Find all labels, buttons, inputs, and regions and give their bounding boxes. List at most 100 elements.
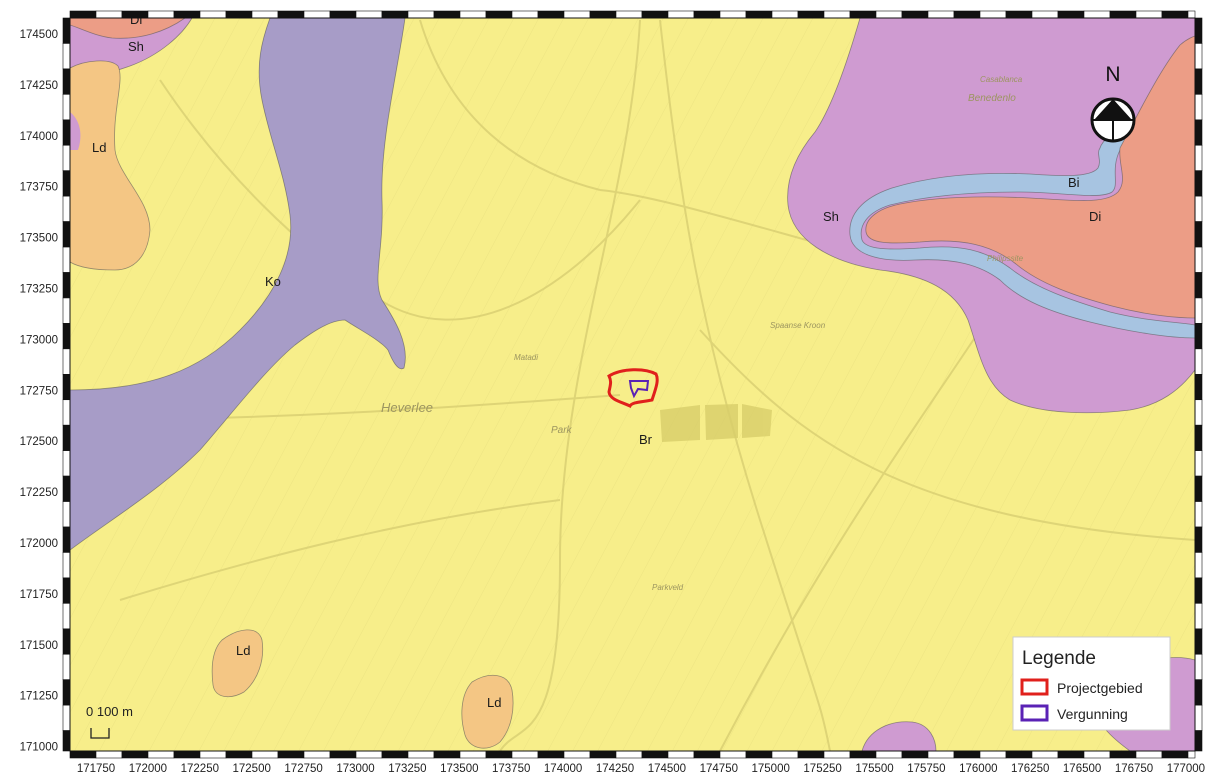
frame-tick [62,170,71,197]
y-axis-label: 172750 [20,385,58,397]
frame-tick [1194,603,1203,630]
scale-bar: 0 100 m [86,704,133,739]
x-axis-label: 172750 [284,763,322,775]
frame-tick [1161,750,1189,759]
frame-tick [62,221,71,248]
frame-tick [927,750,955,759]
frame-tick [433,750,461,759]
x-axis-label: 174000 [544,763,582,775]
x-axis-label: 172500 [233,763,271,775]
frame-tick [355,10,383,19]
frame-tick [589,750,617,759]
y-axis-label: 172250 [20,487,58,499]
y-axis-label: 171750 [20,589,58,601]
frame-tick [62,475,71,502]
frame-tick [511,10,539,19]
frame-tick [693,10,721,19]
frame-tick [225,750,253,759]
frame-tick [1057,750,1085,759]
x-axis-label: 173250 [388,763,426,775]
frame-tick [95,10,123,19]
frame-tick [62,577,71,604]
frame-tick [901,750,929,759]
frame-tick [693,750,721,759]
zone-label-ld-bottom-left: Ld [236,643,250,658]
frame-tick [1194,170,1203,197]
frame-tick [1083,10,1111,19]
frame-tick [303,10,331,19]
zone-label-di-right: Di [1089,209,1101,224]
frame-tick [121,750,149,759]
frame-tick [147,750,175,759]
frame-tick [62,730,71,752]
frame-tick [459,10,487,19]
frame-tick [1194,94,1203,121]
vergunning-outline [628,380,650,399]
x-axis-label: 173000 [336,763,374,775]
frame-tick [849,10,877,19]
y-axis-label: 172500 [20,436,58,448]
x-axis-label: 173500 [440,763,478,775]
frame-tick [745,10,773,19]
frame-tick [771,750,799,759]
frame-tick [771,10,799,19]
frame-tick [1135,10,1163,19]
zone-label-ld-top-left: Ld [92,140,106,155]
place-heverlee: Heverlee [381,400,433,415]
frame-tick [1194,399,1203,426]
frame-tick [1194,450,1203,477]
frame-tick [62,144,71,172]
place-casablanca: Casablanca [980,75,1023,84]
frame-tick [62,17,71,44]
frame-tick [459,750,487,759]
x-axis-label: 172250 [181,763,219,775]
zone-sh-bottom-center [861,721,937,751]
frame-tick [537,750,565,759]
x-axis-label: 173750 [492,763,530,775]
x-axis-label: 175500 [855,763,893,775]
frame-tick [667,750,695,759]
frame-tick [901,10,929,19]
frame-tick [62,94,71,121]
frame-tick [329,750,357,759]
building-blocks [660,404,772,442]
zone-label-ko: Ko [265,274,281,289]
frame-tick [251,10,279,19]
frame-tick [641,10,669,19]
frame-tick [979,750,1007,759]
legend-title: Legende [1022,648,1096,669]
legend-label-projectgebied: Projectgebied [1057,680,1143,696]
frame-tick [62,323,71,350]
frame-tick [1194,144,1203,172]
frame-tick [1194,348,1203,375]
frame-tick [199,750,227,759]
zone-ld-bottom-left [211,629,264,698]
frame-tick [1005,750,1033,759]
frame-tick [667,10,695,19]
frame-tick [62,501,71,528]
frame-tick [1194,119,1203,146]
map-border [69,17,1196,752]
frame-tick [1194,43,1203,70]
y-axis-label: 173250 [20,284,58,296]
frame-tick [62,628,71,655]
zone-ko [70,18,406,551]
frame-tick [62,272,71,299]
frame-tick [62,603,71,630]
y-axis-label: 173500 [20,233,58,245]
frame-tick [1194,246,1203,273]
place-philipssite: Philipssite [987,254,1024,263]
place-park: Park [551,425,573,436]
y-axis-label: 174250 [20,80,58,92]
frame-tick [823,10,851,19]
frame-tick [979,10,1007,19]
frame-tick [277,750,305,759]
frame-tick [953,10,981,19]
frame-tick [1057,10,1085,19]
legend-label-vergunning: Vergunning [1057,706,1128,722]
frame-tick [69,10,97,19]
x-axis-label: 174250 [596,763,634,775]
x-axis-label: 176500 [1063,763,1101,775]
y-axis-label: 174500 [20,29,58,41]
frame-tick [381,10,409,19]
